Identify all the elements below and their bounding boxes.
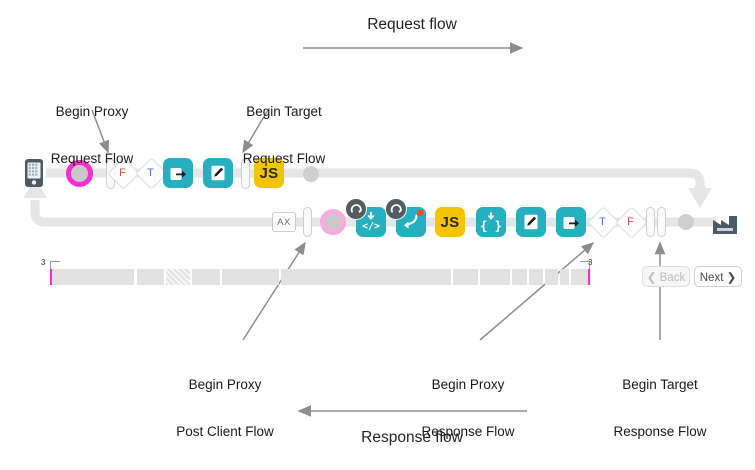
condition-label: F — [627, 215, 634, 228]
magenta-ring-icon[interactable] — [66, 160, 93, 187]
timeline-segment[interactable] — [166, 269, 190, 285]
condition-icon-t-request[interactable]: T — [135, 157, 168, 190]
annotation-begin-proxy-post-client-flow: Begin Proxy Post Client Flow — [155, 346, 295, 470]
annotation-line-2: Request Flow — [50, 150, 134, 166]
assign-message-icon[interactable] — [163, 158, 193, 188]
back-button[interactable]: ❮ Back — [642, 266, 690, 287]
endpoint-dot-icon[interactable] — [303, 166, 319, 182]
analytics-icon[interactable]: AX — [272, 212, 296, 232]
json-braces-glyph: { } — [480, 212, 502, 233]
annotation-begin-proxy-response-flow: Begin Proxy Response Flow — [400, 346, 536, 470]
annotation-line-1: Begin Proxy — [431, 377, 505, 392]
annotation-line-2: Request Flow — [242, 150, 326, 166]
fault-indicator-dot — [417, 210, 423, 216]
annotation-leaders — [91, 109, 666, 341]
endpoint-dot-icon[interactable] — [678, 214, 694, 230]
javascript-icon[interactable]: JS — [435, 207, 465, 237]
timeline-segment[interactable] — [571, 269, 591, 285]
assign-message-glyph — [170, 168, 186, 180]
condition-label: F — [119, 166, 126, 179]
target-server-icon — [713, 216, 737, 234]
timeline-right-label: 3 — [588, 258, 593, 267]
condition-icon-f-response[interactable]: F — [615, 206, 648, 239]
annotation-line-1: Begin Proxy — [55, 104, 129, 119]
flow-separator-icon[interactable] — [646, 207, 655, 237]
loop-arrow-glyph — [390, 203, 402, 213]
timeline-marker-end[interactable] — [588, 269, 590, 285]
annotation-line-2: Response Flow — [421, 423, 515, 439]
timeline-segment[interactable] — [529, 269, 543, 285]
timeline-right-tick — [580, 261, 590, 269]
cached-loop-badge-icon[interactable] — [385, 198, 407, 220]
annotation-line-1: Begin Target — [622, 377, 698, 392]
response-flow-title: Response flow — [361, 429, 463, 446]
loop-arrow-glyph — [350, 203, 362, 213]
assign-message-glyph — [563, 217, 579, 229]
timeline-segment[interactable] — [137, 269, 164, 285]
flow-separator-icon[interactable] — [303, 207, 312, 237]
javascript-icon[interactable]: JS — [254, 158, 284, 188]
condition-icon-f-request[interactable]: F — [107, 157, 140, 190]
xml-code-glyph: </> — [362, 211, 380, 232]
timeline-segment[interactable] — [480, 269, 510, 285]
assign-message-icon[interactable] — [556, 207, 586, 237]
timeline-segments[interactable] — [0, 269, 755, 285]
annotation-line-1: Begin Proxy — [188, 377, 262, 392]
condition-label: T — [147, 166, 154, 179]
timeline-segment[interactable] — [512, 269, 527, 285]
flow-separator-icon[interactable] — [657, 207, 666, 237]
edit-policy-glyph — [211, 165, 225, 181]
annotation-begin-target-response-flow: Begin Target Response Flow — [592, 346, 728, 470]
pink-ring-icon[interactable] — [320, 209, 346, 235]
timeline-segment[interactable] — [281, 269, 451, 285]
raise-fault-glyph — [404, 214, 418, 229]
annotation-line-2: Post Client Flow — [176, 423, 274, 439]
cached-loop-badge-icon[interactable] — [345, 198, 367, 220]
svg-text:{ }: { } — [480, 219, 502, 233]
annotation-begin-target-request-flow: Begin Target Request Flow — [218, 73, 350, 197]
trace-timeline[interactable]: 3 3 ❮ Back Next ❯ — [0, 255, 755, 291]
timeline-segment[interactable] — [52, 269, 134, 285]
request-flow-title: Request flow — [367, 16, 457, 33]
svg-text:</>: </> — [362, 221, 380, 232]
timeline-left-label: 3 — [41, 258, 46, 267]
condition-label: T — [599, 215, 606, 228]
annotation-line-1: Begin Target — [246, 104, 322, 119]
timeline-segment[interactable] — [453, 269, 478, 285]
timeline-segment[interactable] — [560, 269, 569, 285]
timeline-left-tick — [50, 261, 60, 269]
timeline-segment[interactable] — [192, 269, 220, 285]
edit-policy-glyph — [524, 214, 538, 230]
json-braces-icon[interactable]: { } — [476, 207, 506, 237]
flow-separator-icon[interactable] — [241, 159, 250, 189]
condition-icon-t-response[interactable]: T — [587, 206, 620, 239]
request-track-line — [46, 168, 712, 208]
annotation-begin-proxy-request-flow: Begin Proxy Request Flow — [26, 73, 158, 197]
annotation-line-2: Response Flow — [613, 423, 707, 439]
timeline-marker-start[interactable] — [50, 269, 52, 285]
edit-policy-icon[interactable] — [516, 207, 546, 237]
edit-policy-icon[interactable] — [203, 158, 233, 188]
next-button[interactable]: Next ❯ — [694, 266, 742, 287]
timeline-segment[interactable] — [222, 269, 279, 285]
mobile-device-icon — [25, 159, 43, 187]
response-track-line — [23, 179, 716, 227]
timeline-segment[interactable] — [545, 269, 558, 285]
